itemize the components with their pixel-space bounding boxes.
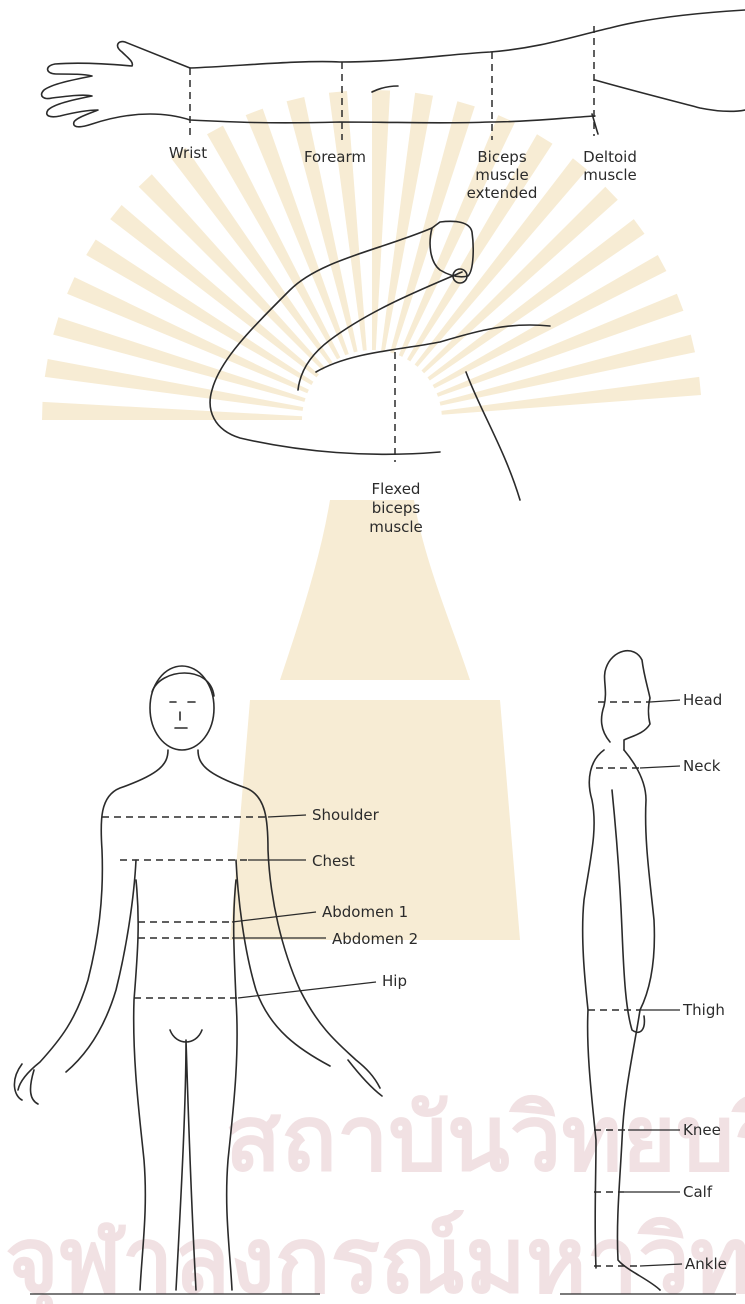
extended-arm-top-edge (190, 10, 745, 68)
watermark-ray (422, 187, 618, 374)
deltoid-label-1: Deltoid (583, 148, 637, 166)
flexed-label-3: muscle (369, 518, 423, 536)
side-view-figure: Head Neck Thigh Knee Calf Ankle (560, 651, 736, 1294)
biceps-extended-label-2: muscle (475, 166, 529, 184)
head-label: Head (683, 691, 722, 709)
thigh-label: Thigh (682, 1001, 725, 1019)
shoulder-label: Shoulder (312, 806, 380, 824)
watermark-seal (230, 500, 520, 940)
extended-arm: Wrist Forearm Biceps muscle extended Del… (42, 10, 745, 202)
wrist-label: Wrist (169, 144, 207, 162)
abdomen2-label: Abdomen 2 (332, 930, 418, 948)
hip-label: Hip (382, 972, 407, 990)
side-arm (612, 790, 644, 1032)
front-face (170, 702, 195, 728)
watermark-ray (139, 174, 326, 370)
abdomen1-label: Abdomen 1 (322, 903, 408, 921)
extended-arm-shoulder (595, 80, 745, 111)
flexed-label-1: Flexed (372, 480, 421, 498)
forearm-label: Forearm (304, 148, 366, 166)
watermark: สถาบันวิทยบริการ จุฬาลงกรณ์มหาวิทยาลัย (5, 90, 745, 1304)
knee-label: Knee (683, 1121, 721, 1139)
extended-arm-outline (42, 42, 595, 127)
ankle-label: Ankle (685, 1255, 727, 1273)
watermark-line1: สถาบันวิทยบริการ (225, 1085, 745, 1192)
watermark-line2: จุฬาลงกรณ์มหาวิทยาลัย (5, 1207, 745, 1304)
head-leader (650, 700, 680, 702)
deltoid-label-2: muscle (583, 166, 637, 184)
neck-leader (640, 766, 680, 768)
hip-leader (238, 982, 376, 998)
side-head (602, 651, 650, 750)
chest-label: Chest (312, 852, 355, 870)
extended-arm-armpit (592, 114, 598, 134)
biceps-extended-label-3: extended (467, 184, 538, 202)
neck-label: Neck (683, 757, 721, 775)
biceps-extended-label-1: Biceps (477, 148, 526, 166)
calf-label: Calf (683, 1183, 713, 1201)
flexed-label-2: biceps (372, 499, 421, 517)
front-torso-left (18, 750, 168, 1090)
